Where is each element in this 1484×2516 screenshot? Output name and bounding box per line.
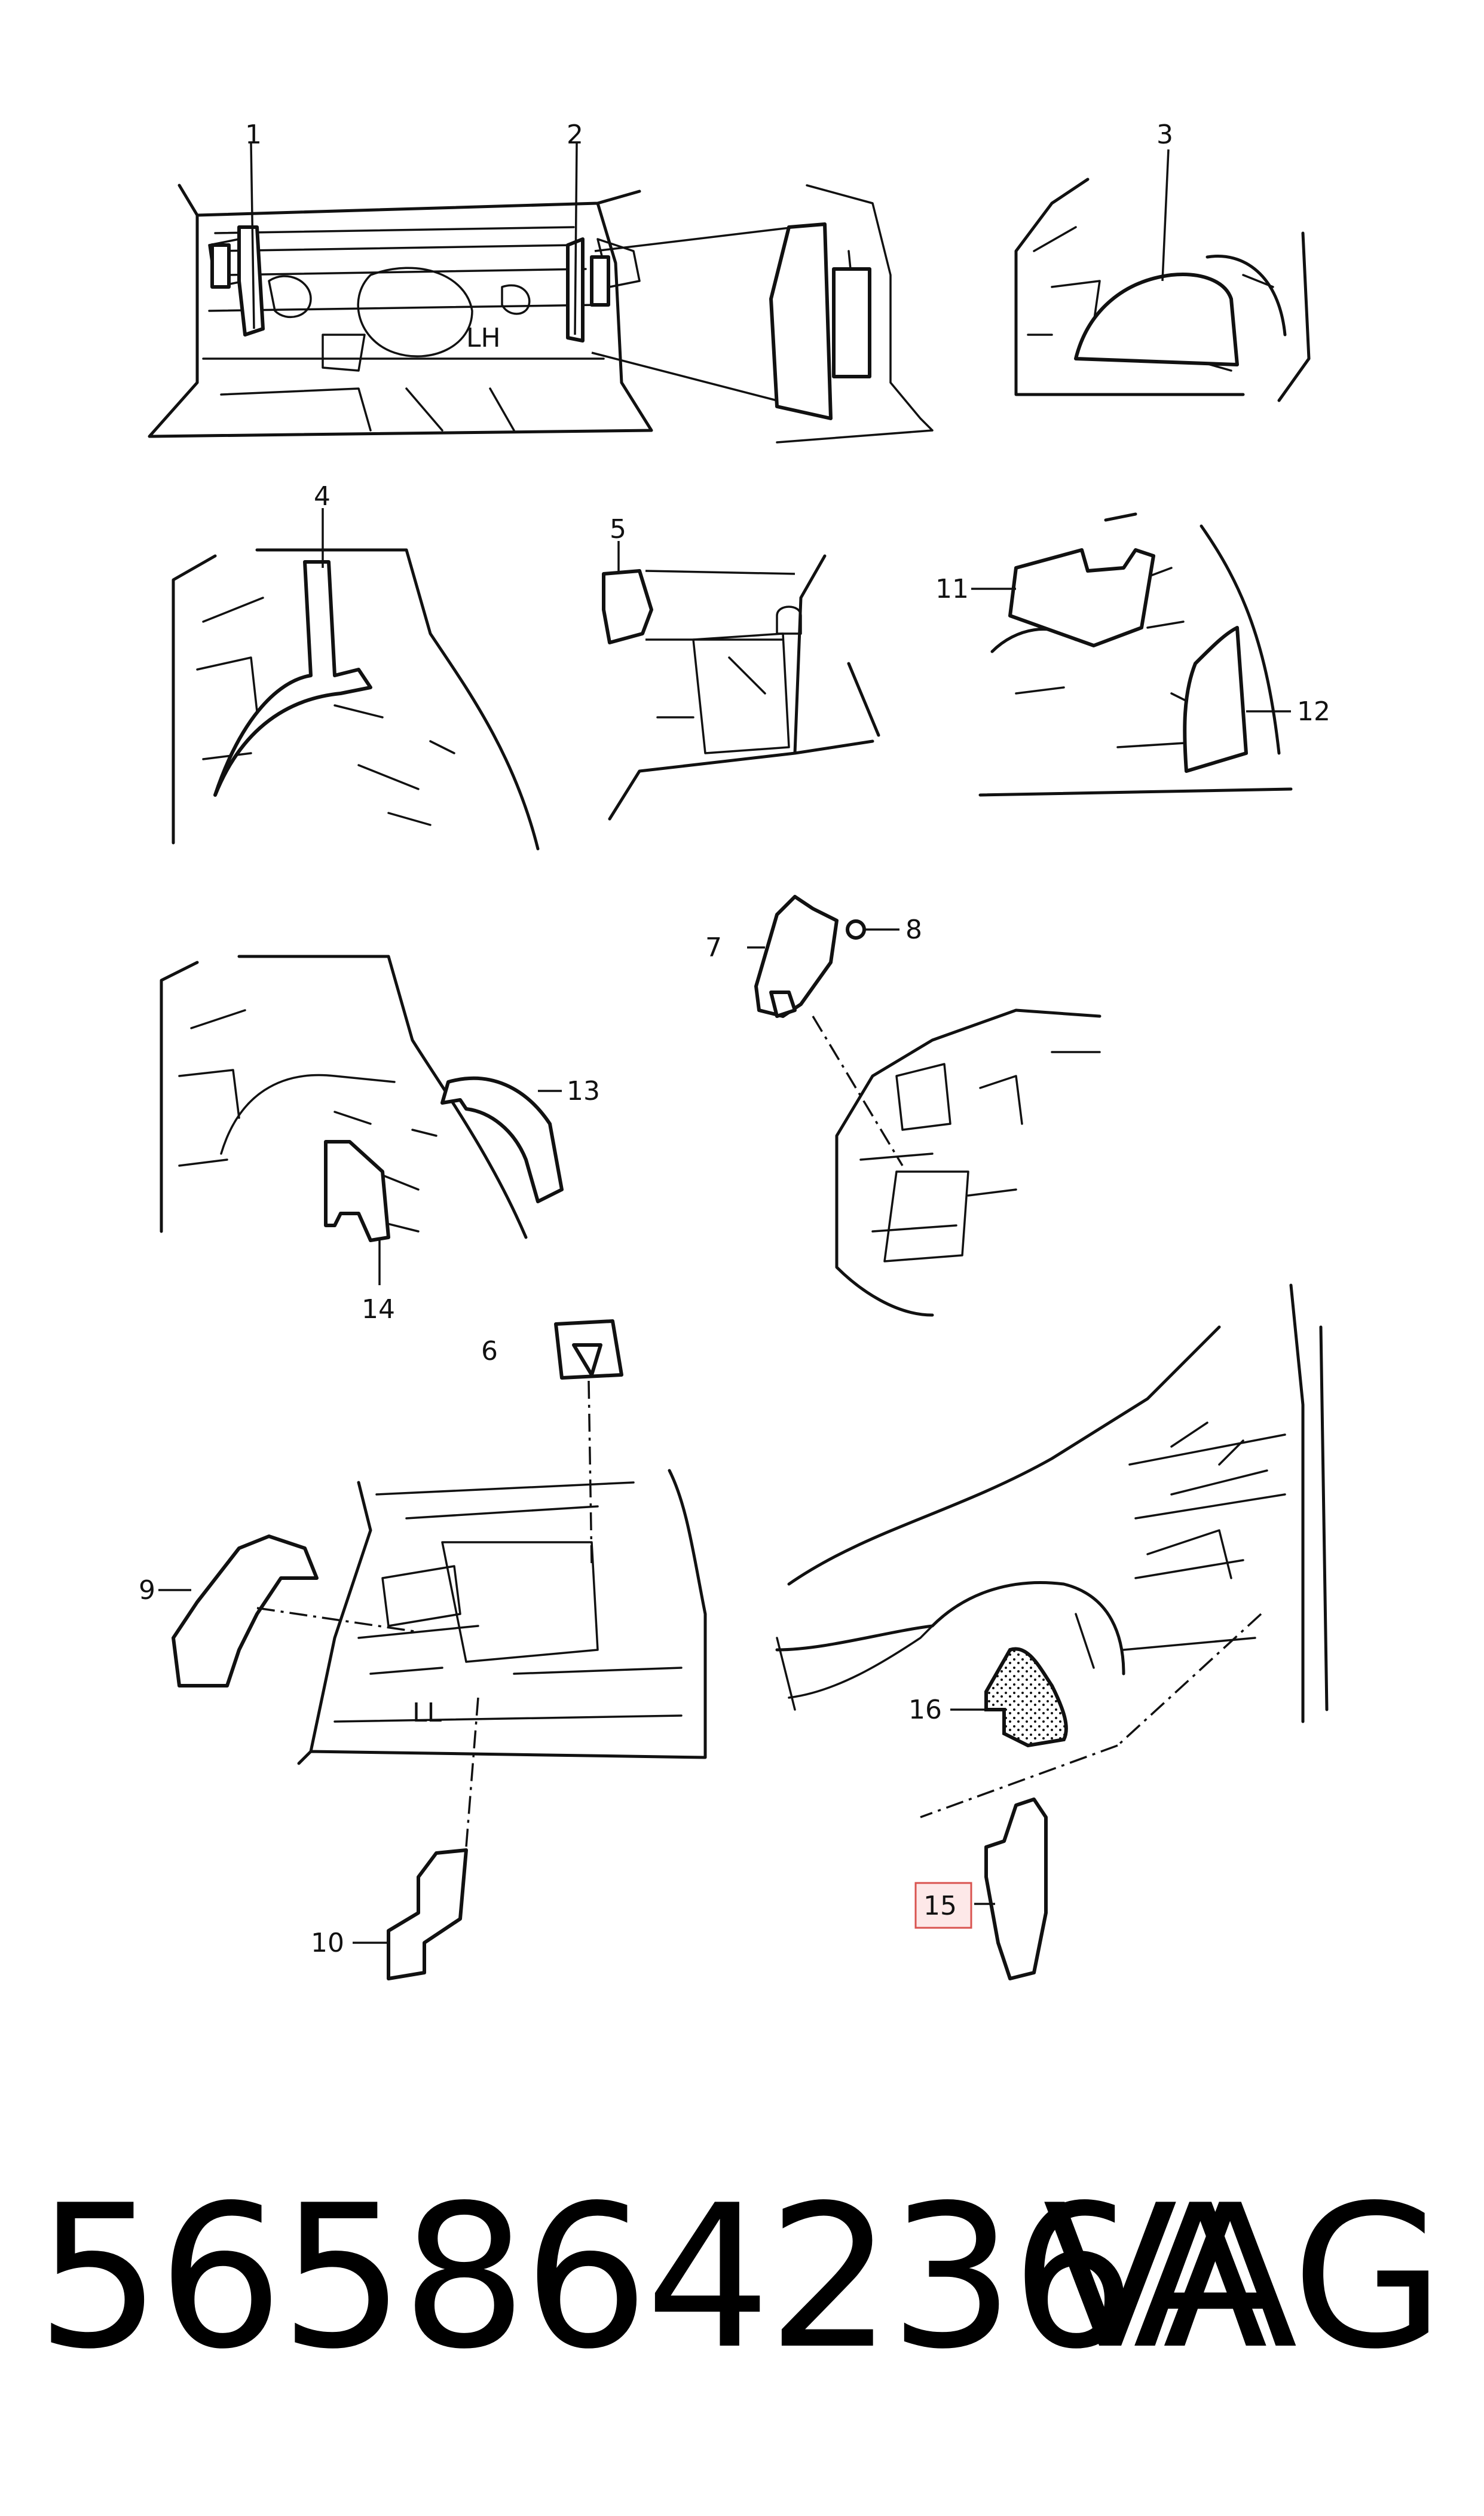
footer: 565864236A VAG <box>0 2152 1484 2403</box>
part-12-panel <box>1183 626 1248 773</box>
callout-14: 14 <box>362 1294 395 1325</box>
part-1-bracket <box>210 243 231 289</box>
panel-rear-arch-3 <box>1014 149 1311 402</box>
callout-15: 15 <box>923 1891 957 1921</box>
part-2-bracket <box>590 255 610 307</box>
part-8-nut <box>846 919 866 940</box>
callout-3: 3 <box>1156 120 1173 150</box>
panel-trunk-5 <box>602 541 880 821</box>
panel-rear-interior-7-8 <box>747 895 1101 1317</box>
callout-8: 8 <box>905 915 922 945</box>
part-2-detail-bracket <box>832 267 871 378</box>
callout-1: 1 <box>245 120 262 150</box>
callout-6: 6 <box>481 1336 498 1366</box>
callout-2: 2 <box>567 120 583 150</box>
part-2-detail <box>769 222 833 420</box>
callout-10: 10 <box>311 1928 344 1958</box>
part-15-side-member <box>984 1797 1048 1980</box>
part-7-bracket <box>754 895 839 1018</box>
part-number: 565864236A <box>36 2163 1268 2392</box>
text-ll: LL <box>412 1698 442 1728</box>
panel-vehicle-side-15-16 <box>775 1283 1329 1980</box>
panel-front-floor-6-9-10: LL <box>158 1319 707 1980</box>
part-16-speckled-insert <box>984 1647 1068 1748</box>
part-5-block <box>602 569 653 644</box>
part-3-arch-liner <box>1074 273 1239 366</box>
callout-15-highlight <box>914 1882 972 1929</box>
callout-12: 12 <box>1297 696 1330 727</box>
callout-4: 4 <box>314 481 331 512</box>
callout-16: 16 <box>908 1695 942 1725</box>
part-4-arch-trim <box>213 560 372 797</box>
callout-5: 5 <box>610 514 626 545</box>
part-14-panel <box>324 1140 390 1242</box>
panel-engine-bay: LH <box>148 143 934 444</box>
text-lh: LH <box>466 323 501 353</box>
callout-7: 7 <box>705 933 722 963</box>
part-9-panel <box>172 1534 319 1687</box>
part-10-panel <box>387 1848 468 1980</box>
part-13-arch-panel <box>440 1076 564 1203</box>
panel-wheel-arch-13-14 <box>160 955 564 1285</box>
brand-name: VAG <box>1042 2163 1445 2392</box>
panel-wheel-arch-4 <box>172 508 540 851</box>
callout-13: 13 <box>567 1076 600 1106</box>
part-11-panel <box>1008 548 1155 647</box>
callout-11: 11 <box>935 574 969 604</box>
callout-labels: 1 2 3 4 5 6 7 8 9 10 11 12 13 14 15 16 <box>139 120 1330 1958</box>
part-1-panel <box>237 225 265 337</box>
callout-9: 9 <box>139 1575 155 1606</box>
panel-rear-quarter-11-12 <box>971 512 1293 797</box>
